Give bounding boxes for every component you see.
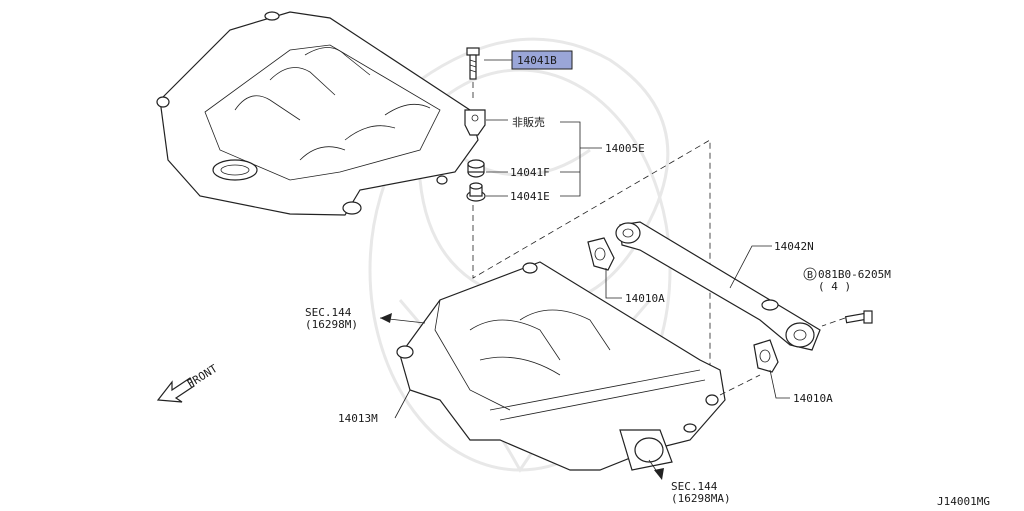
bolt-circle-letter: B bbox=[807, 270, 813, 281]
guide-line bbox=[472, 139, 711, 370]
label-bolt-qty: ( 4 ) bbox=[818, 280, 851, 293]
bolt-081b0-icon bbox=[821, 310, 873, 327]
front-arrow-icon bbox=[156, 377, 195, 403]
tube-14042n bbox=[615, 221, 821, 351]
label-081b0[interactable]: 081B0-6205M bbox=[818, 268, 891, 281]
arrow-left-icon bbox=[379, 313, 426, 324]
bolt-circle-icon bbox=[803, 267, 817, 281]
label-14010a-left[interactable]: 14010A bbox=[625, 292, 665, 305]
guide-line-right bbox=[719, 374, 761, 396]
diagram-code: J14001MG bbox=[937, 495, 990, 508]
part-14041b-highlight[interactable] bbox=[511, 50, 573, 70]
label-14041b[interactable]: 14041B bbox=[517, 54, 557, 67]
label-14041e[interactable]: 14041E bbox=[510, 190, 550, 203]
label-sec144-bottom[interactable]: SEC.144 bbox=[671, 480, 718, 493]
gasket-left-icon bbox=[587, 237, 615, 271]
label-sec144-left-ref[interactable]: (16298M) bbox=[305, 318, 358, 331]
label-not-for-sale: 非販売 bbox=[512, 116, 545, 129]
label-sec144-bottom-ref[interactable]: (16298MA) bbox=[671, 492, 731, 505]
label-14010a-right[interactable]: 14010A bbox=[793, 392, 833, 405]
label-14005e[interactable]: 14005E bbox=[605, 142, 645, 155]
label-sec144-left[interactable]: SEC.144 bbox=[305, 306, 352, 319]
label-14042n[interactable]: 14042N bbox=[774, 240, 814, 253]
label-14013m[interactable]: 14013M bbox=[338, 412, 378, 425]
grommet-14041f-icon bbox=[467, 159, 485, 178]
arrow-down-icon bbox=[648, 459, 664, 480]
intake-manifold bbox=[396, 261, 726, 471]
engine-cover bbox=[156, 11, 479, 216]
collar-14041e-icon bbox=[466, 182, 486, 202]
gasket-right-icon bbox=[753, 339, 779, 373]
bolt-14041b-icon bbox=[466, 47, 480, 102]
label-14041f[interactable]: 14041F bbox=[510, 166, 550, 179]
label-front: FRONT bbox=[185, 362, 220, 391]
bracket-icon bbox=[464, 109, 486, 136]
leader-lines bbox=[394, 59, 790, 419]
